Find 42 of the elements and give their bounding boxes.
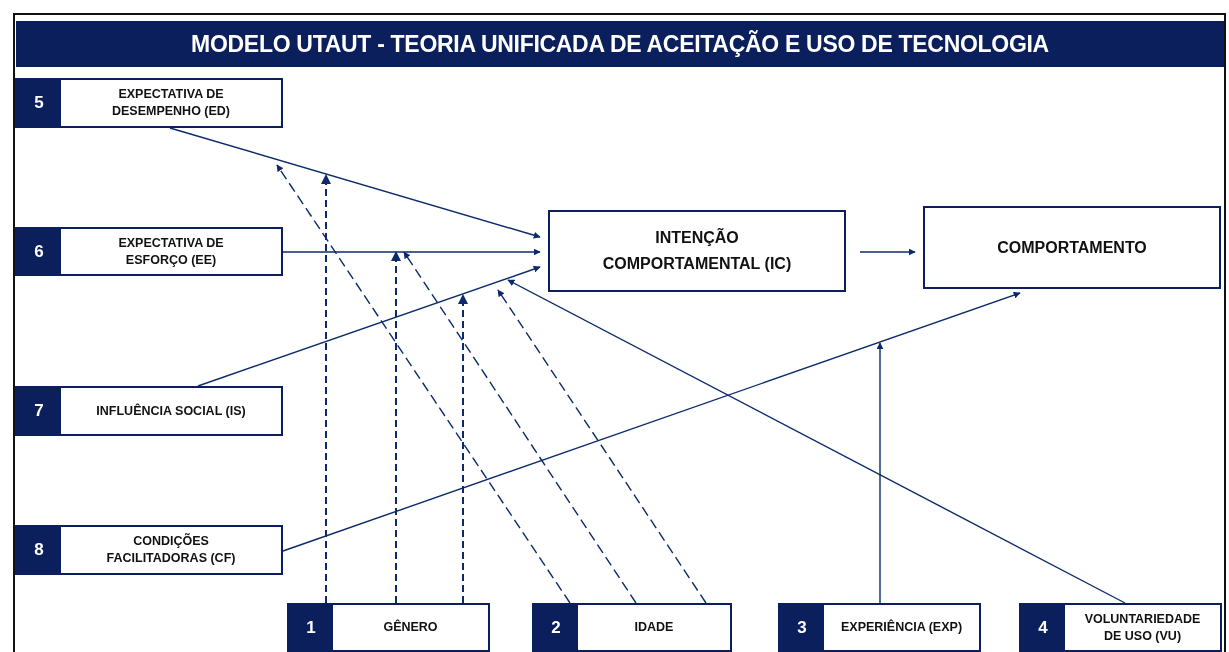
box-label: IDADE <box>633 619 675 637</box>
arrow <box>507 279 1126 604</box>
process-box <box>287 603 490 652</box>
process-box <box>15 78 283 128</box>
arrow <box>321 174 331 604</box>
number-badge: 6 <box>17 229 61 274</box>
title-banner: MODELO UTAUT - TEORIA UNIFICADA DE ACEITAÇÃO E USO DE TECNOLOGIA <box>16 21 1224 67</box>
process-box <box>15 386 283 436</box>
number-badge: 2 <box>534 605 578 650</box>
number-badge: 5 <box>17 80 61 126</box>
process-box <box>548 210 846 292</box>
number-badge: 4 <box>1021 605 1065 650</box>
arrow <box>458 294 468 604</box>
process-box <box>778 603 981 652</box>
box-label: EXPECTATIVA DE ESFORÇO (EE) <box>117 234 225 269</box>
arrow <box>276 164 571 604</box>
box-label: INFLUÊNCIA SOCIAL (IS) <box>95 402 247 420</box>
arrow <box>859 248 916 256</box>
number-badge: 7 <box>17 388 61 434</box>
box-label: GÊNERO <box>382 618 439 637</box>
arrow <box>403 251 637 604</box>
arrow <box>197 265 541 387</box>
process-box <box>923 206 1221 289</box>
box-label: CONDIÇÕES FACILITADORAS (CF) <box>105 532 237 567</box>
process-box <box>15 525 283 575</box>
arrow <box>169 127 541 239</box>
arrow <box>391 251 401 604</box>
process-box <box>532 603 732 652</box>
process-box <box>1019 603 1222 652</box>
box-label: EXPERIÊNCIA (EXP) <box>839 618 964 637</box>
arrow <box>497 289 707 604</box>
arrow <box>282 248 541 256</box>
number-badge: 8 <box>17 527 61 573</box>
process-box <box>15 227 283 276</box>
number-badge: 1 <box>289 605 333 650</box>
box-label: COMPORTAMENTO <box>996 237 1148 258</box>
number-badge: 3 <box>780 605 824 650</box>
arrow <box>876 342 884 604</box>
arrow <box>282 291 1021 552</box>
box-label: VOLUNTARIEDADE DE USO (VU) <box>1083 610 1202 645</box>
box-label: EXPECTATIVA DE DESEMPENHO (ED) <box>110 86 232 120</box>
box-label: INTENÇÃO COMPORTAMENTAL (IC) <box>601 227 793 274</box>
